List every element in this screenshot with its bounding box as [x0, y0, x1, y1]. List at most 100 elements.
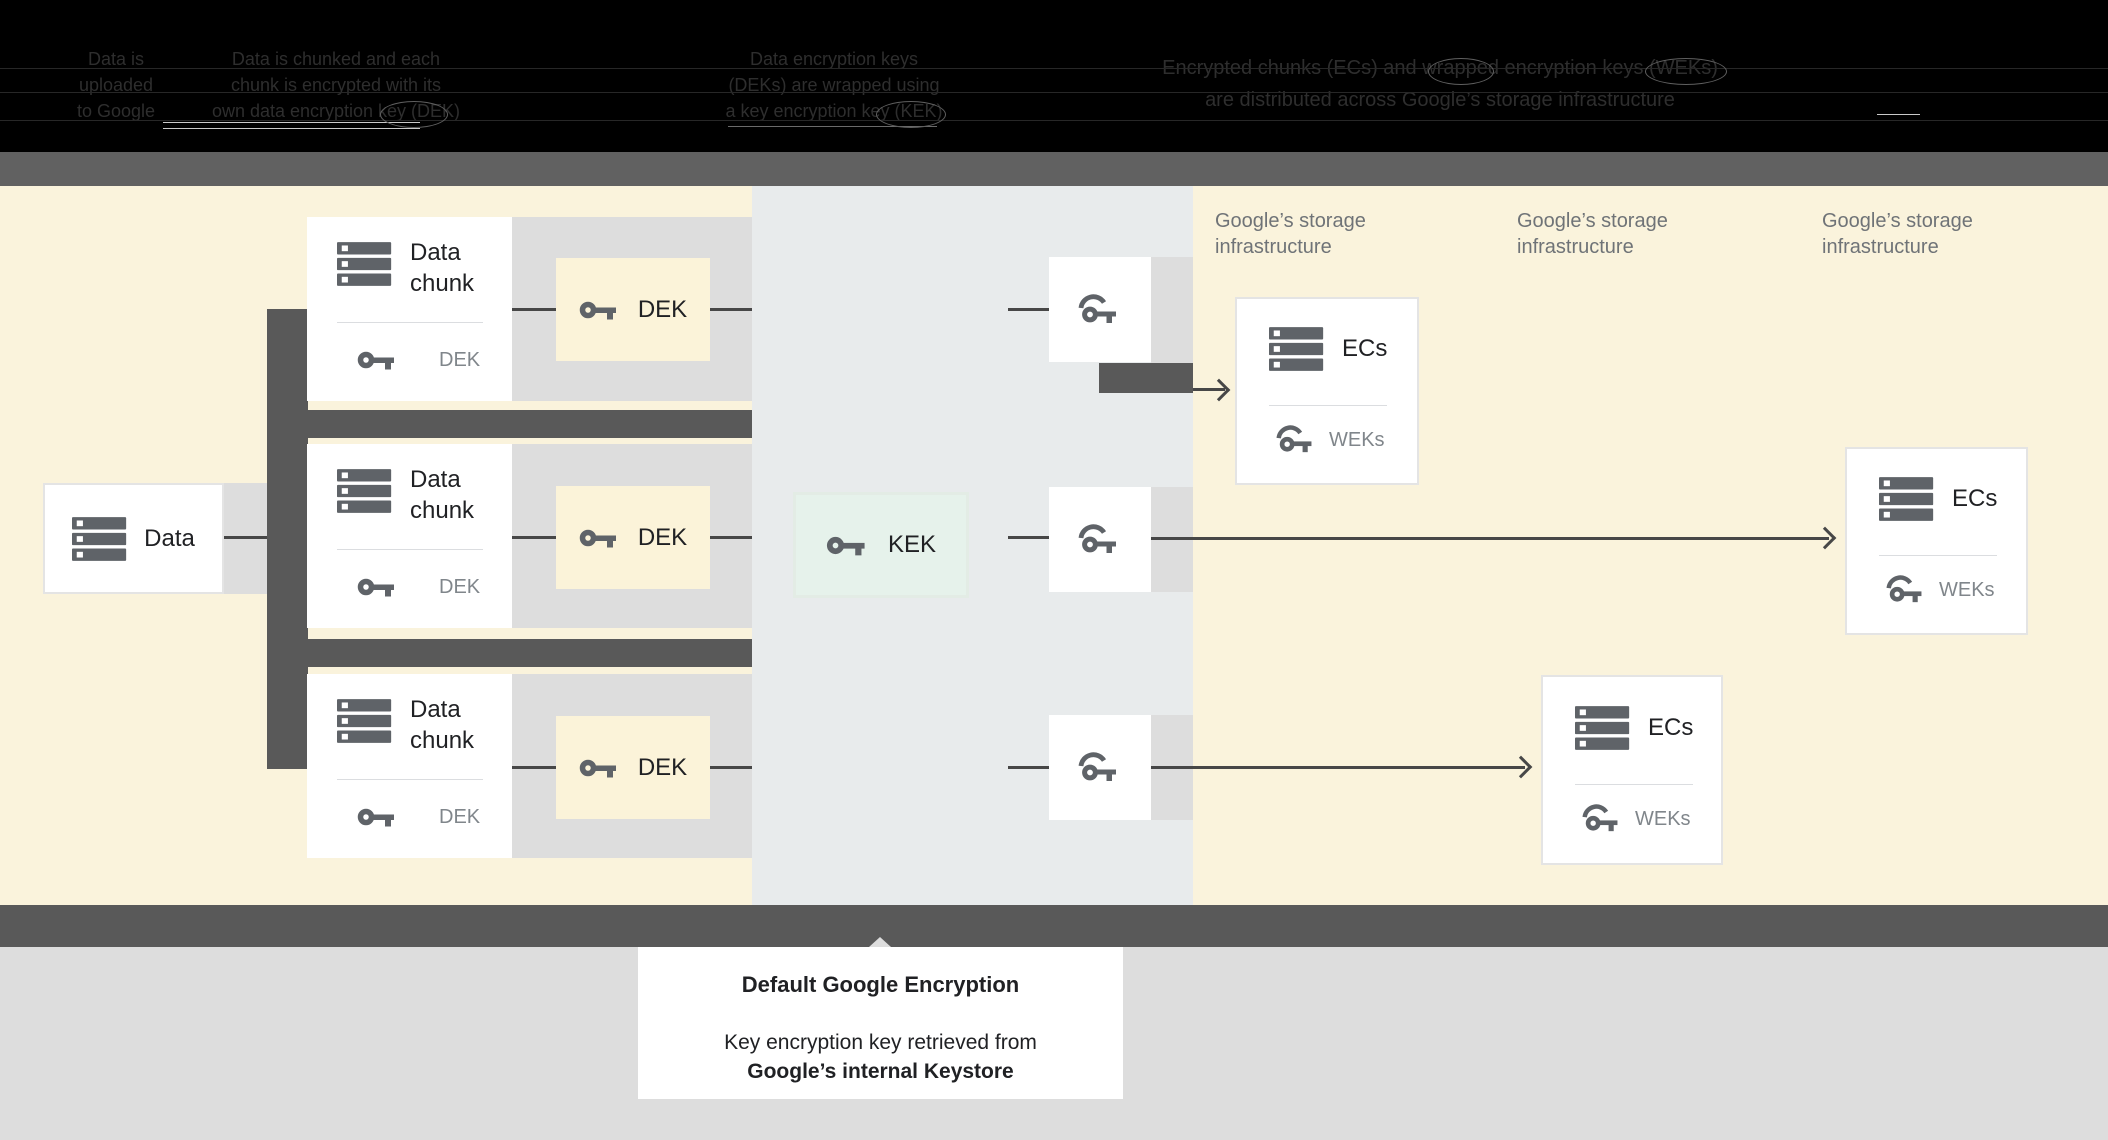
data-chunk-node: Data chunk DEK: [307, 217, 512, 401]
connector-line: [710, 536, 752, 539]
connector-line: [1008, 308, 1049, 311]
caption-box: Default Google Encryption Key encryption…: [638, 947, 1123, 1099]
annotation-ellipse-kek: [876, 101, 946, 128]
server-stack-icon: [72, 516, 129, 562]
connector-line: [710, 308, 752, 311]
wrapped-key-node: [1049, 257, 1151, 362]
data-chunk-node: Data chunk DEK: [307, 444, 512, 628]
header-text-line: are distributed across Google’s storage …: [1205, 89, 1675, 111]
data-node: Data: [43, 483, 224, 594]
connector-line: [710, 766, 752, 769]
wrapped-key-icon: [1077, 524, 1123, 556]
redaction-underline: [163, 122, 420, 123]
divider: [1879, 555, 1997, 556]
divider: [1575, 784, 1693, 785]
chunk-dek-label: DEK: [439, 576, 481, 598]
divider: [337, 322, 483, 323]
annotation-ellipse-ecs: [1428, 58, 1494, 85]
ecs-node-label: ECs: [1342, 335, 1388, 362]
wrapped-key-node: [1049, 715, 1151, 820]
key-node-strip: [1151, 257, 1193, 363]
wrapped-key-icon: [1077, 294, 1123, 326]
separator-band: [0, 152, 2108, 186]
fanout-vertical-bar: [267, 309, 308, 769]
data-chunk-node: Data chunk DEK: [307, 674, 512, 858]
server-stack-icon: [337, 698, 394, 744]
caption-title: Default Google Encryption: [741, 972, 1020, 997]
key-icon: [357, 574, 401, 600]
connector-line: [1008, 766, 1049, 769]
arrow-line: [1151, 766, 1525, 769]
kek-node-label: KEK: [887, 531, 937, 558]
divider: [337, 779, 483, 780]
header-text-line: Data is: [87, 49, 145, 69]
key-icon: [826, 532, 872, 559]
ecs-node: ECs WEKs: [1541, 675, 1723, 865]
server-stack-icon: [1269, 326, 1326, 372]
chunk-dek-label: DEK: [439, 349, 481, 371]
bottom-separator-bar: [0, 905, 2108, 947]
dek-node-label: DEK: [637, 523, 688, 551]
ecs-weks-label: WEKs: [1939, 579, 1995, 601]
divider: [337, 549, 483, 550]
dek-node: DEK: [556, 258, 710, 361]
connector-line: [512, 536, 556, 539]
ecs-node: ECs WEKs: [1235, 297, 1419, 485]
caption-pointer-notch: [869, 937, 891, 947]
storage-label-line: infrastructure: [1822, 236, 1939, 258]
key-icon: [579, 755, 623, 781]
header-text-line: (DEKs) are wrapped using: [728, 75, 940, 95]
caption-text-line-bold: Google’s internal Keystore: [747, 1060, 1014, 1083]
fanout-horizontal-bar: [308, 410, 752, 438]
connector-line: [224, 536, 267, 539]
connector-line: [1008, 536, 1049, 539]
ecs-node: ECs WEKs: [1845, 447, 2028, 635]
header-text-line: to Google: [76, 101, 156, 121]
storage-label-line: Google’s storage: [1517, 210, 1668, 232]
data-chunk-label: Data chunk: [410, 696, 475, 754]
caption-text-line: Key encryption key retrieved from: [724, 1031, 1037, 1054]
redaction-underline: [1877, 114, 1920, 115]
distribution-bar: [1099, 363, 1193, 393]
arrow-line: [1193, 388, 1225, 391]
server-stack-icon: [1879, 476, 1936, 522]
header-text-line: uploaded: [78, 75, 154, 95]
header-text-line: Data encryption keys: [749, 49, 919, 69]
key-icon: [579, 297, 623, 323]
ecs-node-label: ECs: [1952, 485, 1998, 512]
annotation-ellipse-dek: [380, 101, 448, 128]
storage-label-line: Google’s storage: [1215, 210, 1366, 232]
redaction-underline: [728, 126, 937, 127]
header-step-1: Data is uploaded to Google: [20, 46, 212, 124]
server-stack-icon: [337, 468, 394, 514]
header-redacted-band: Data is uploaded to Google Data is chunk…: [0, 0, 2108, 152]
ecs-node-label: ECs: [1648, 714, 1694, 741]
server-stack-icon: [337, 241, 394, 287]
arrow-line: [1151, 537, 1829, 540]
storage-label-line: infrastructure: [1517, 236, 1634, 258]
redaction-line: [0, 92, 2108, 93]
wrapped-key-icon: [1885, 575, 1928, 605]
redaction-line: [0, 68, 2108, 69]
wrapped-key-icon: [1581, 804, 1624, 834]
connector-line: [512, 766, 556, 769]
storage-infrastructure-label: Google’s storage infrastructure: [1517, 208, 1747, 260]
divider: [1269, 405, 1387, 406]
storage-label-line: Google’s storage: [1822, 210, 1973, 232]
dek-node: DEK: [556, 486, 710, 589]
chunk-dek-label: DEK: [439, 806, 481, 828]
key-icon: [579, 525, 623, 551]
wrapped-key-icon: [1275, 425, 1318, 455]
fanout-horizontal-bar: [308, 639, 752, 667]
data-node-label: Data: [144, 524, 195, 552]
header-text-line: Data is chunked and each: [231, 49, 441, 69]
ecs-weks-label: WEKs: [1635, 808, 1691, 830]
redaction-underline: [163, 128, 420, 129]
dek-node-label: DEK: [637, 295, 688, 323]
dek-node: DEK: [556, 716, 710, 819]
connector-line: [512, 308, 556, 311]
data-chunk-label: Data chunk: [410, 239, 475, 297]
data-chunk-label: Data chunk: [410, 466, 475, 524]
wrapped-key-icon: [1077, 752, 1123, 784]
